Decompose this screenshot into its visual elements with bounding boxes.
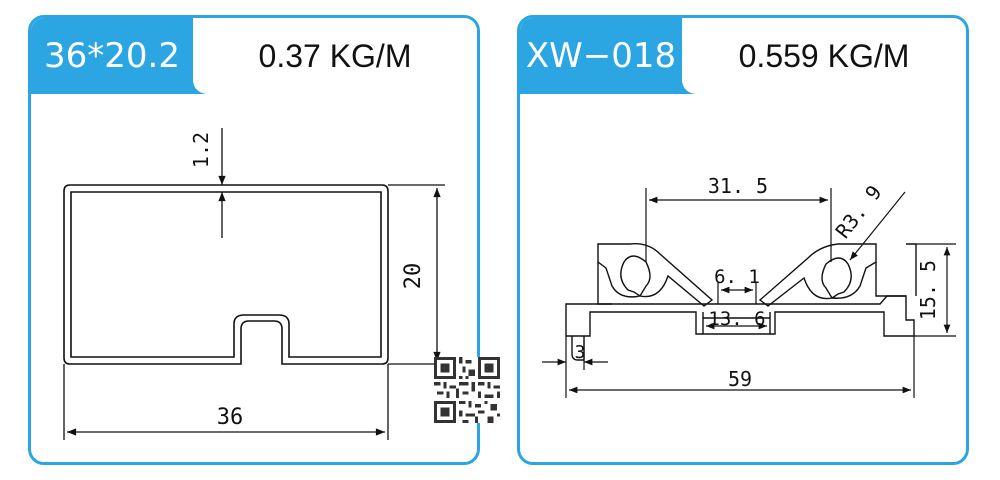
dim-top-width-label: 31. 5	[708, 174, 768, 198]
dim-slot-outer-label: 13. 6	[708, 308, 765, 330]
tube-dimensions	[63, 128, 445, 440]
dim-radius-label: R3. 9	[830, 181, 886, 243]
dim-width-label: 59	[728, 367, 752, 391]
weight-value: 0.559 KG/M	[738, 38, 910, 74]
tube-profile	[63, 184, 389, 365]
profile-card-36x20: 36*20.2 0.37 KG/M	[28, 15, 480, 465]
weight-box: 0.37 KG/M	[193, 18, 477, 94]
tube-inner-outline	[70, 191, 382, 358]
dim-slot-inner-label: 6. 1	[714, 266, 760, 288]
weight-box: 0.559 KG/M	[682, 18, 966, 94]
qr-code-icon	[434, 357, 500, 423]
right-curl	[758, 243, 877, 307]
dim-width-label: 36	[217, 405, 244, 430]
dim-lip-label: 3	[575, 342, 586, 363]
model-code: XW−018	[525, 36, 677, 76]
card-header: XW−018 0.559 KG/M	[520, 18, 966, 94]
center-slot	[702, 317, 771, 334]
left-curl	[597, 243, 714, 307]
card-header: 36*20.2 0.37 KG/M	[31, 18, 477, 94]
dim-height-label: 15. 5	[916, 260, 940, 320]
model-code: 36*20.2	[44, 36, 180, 76]
xw018-profile	[565, 243, 917, 361]
dim-wall-label: 1.2	[189, 132, 213, 168]
tube-outer-outline	[63, 184, 389, 365]
dim-height-label: 20	[401, 263, 426, 290]
xw018-dimensions	[542, 188, 956, 398]
weight-value: 0.37 KG/M	[258, 38, 412, 74]
